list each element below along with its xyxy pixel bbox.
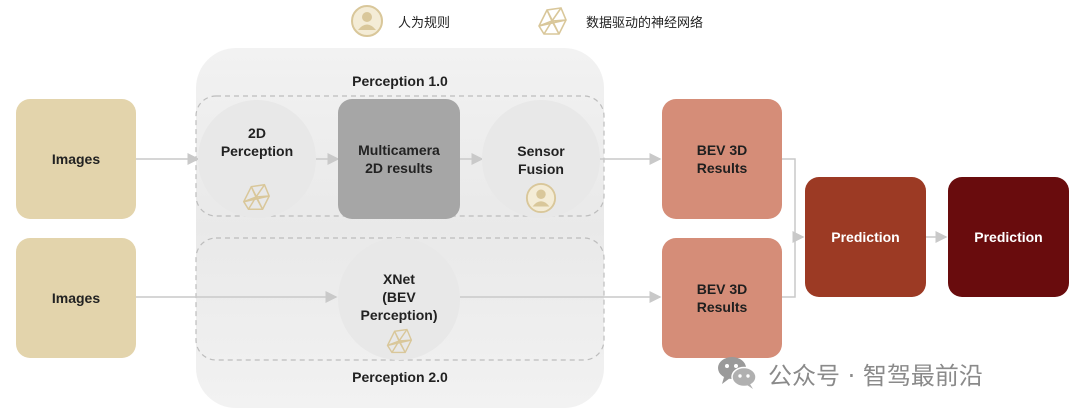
bev-3d-results-box-1: BEV 3D Results	[662, 99, 782, 219]
legend-nn-label: 数据驱动的神经网络	[586, 16, 704, 31]
person-icon	[525, 182, 557, 214]
watermark: 公众号 · 智驾最前沿	[716, 352, 1066, 392]
legend: 人为规则 数据驱动的神经网络	[340, 0, 740, 40]
neural-net-icon	[386, 328, 413, 354]
legend-rule-label: 人为规则	[398, 16, 451, 31]
prediction-box-2: Prediction	[948, 177, 1069, 297]
sensor-fusion-label: Sensor Fusion	[517, 143, 565, 177]
sensor-fusion-node: Sensor Fusion	[482, 100, 600, 218]
xnet-node: XNet (BEV Perception)	[338, 238, 460, 360]
perception-2-0-title: Perception 2.0	[352, 369, 448, 385]
watermark-text: 公众号 · 智驾最前沿	[768, 362, 983, 390]
images-box-1: Images	[16, 99, 136, 219]
connector-bev-merge	[782, 158, 796, 298]
perception-1-0-title: Perception 1.0	[352, 73, 448, 89]
neural-net-icon	[242, 183, 271, 210]
xnet-label: XNet (BEV Perception)	[360, 271, 438, 323]
images-box-2: Images	[16, 238, 136, 358]
wechat-icon	[718, 357, 757, 389]
neural-net-icon	[538, 7, 567, 35]
multicamera-box: Multicamera 2D results	[338, 99, 460, 219]
bev-3d-results-box-2: BEV 3D Results	[662, 238, 782, 358]
prediction-box-1: Prediction	[805, 177, 926, 297]
person-icon	[351, 5, 383, 37]
perception-2d-label: 2D Perception	[220, 125, 294, 159]
perception-2d-node: 2D Perception	[198, 100, 316, 218]
